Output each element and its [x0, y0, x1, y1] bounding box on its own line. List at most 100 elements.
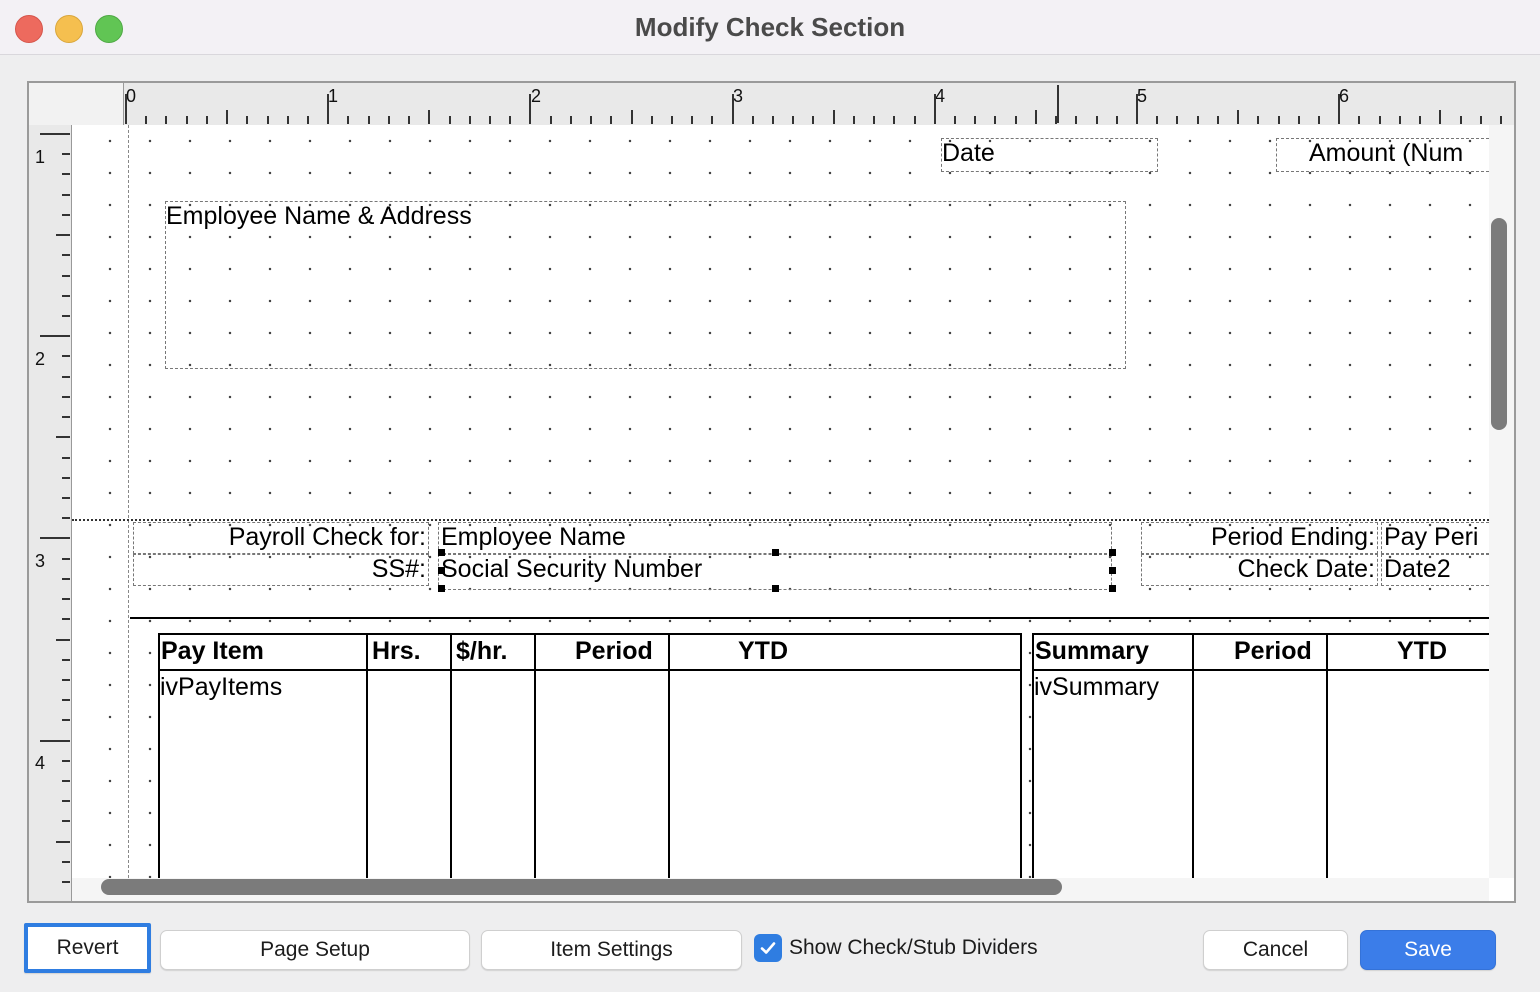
ruler-tick	[40, 335, 70, 338]
ruler-corner	[29, 83, 123, 125]
selection-handle[interactable]	[438, 549, 445, 556]
ruler-tick	[670, 116, 673, 124]
ruler-tick	[62, 456, 70, 459]
show-dividers-label[interactable]: Show Check/Stub Dividers	[789, 936, 1038, 959]
date-field-label: Date	[942, 139, 995, 167]
ruler-tick	[62, 173, 70, 176]
page-setup-button[interactable]: Page Setup	[160, 930, 470, 970]
payroll-check-label-box[interactable]: Payroll Check for:	[133, 522, 429, 554]
employee-address-label: Employee Name & Address	[166, 202, 472, 230]
ruler-tick	[711, 116, 714, 124]
column-divider	[366, 635, 368, 878]
column-header-period: Period	[1234, 637, 1312, 665]
zoom-window-button[interactable]	[95, 15, 123, 43]
ruler-tick	[62, 780, 70, 783]
ruler-tick	[347, 116, 350, 124]
design-canvas[interactable]: Date Amount (Num Employee Name & Address…	[72, 125, 1489, 878]
ruler-tick	[954, 116, 957, 124]
stub-separator-line	[130, 617, 1489, 619]
ruler-tick	[448, 116, 451, 124]
ruler-label: 5	[1137, 86, 1148, 106]
cancel-button[interactable]: Cancel	[1203, 930, 1348, 970]
ruler-tick	[185, 116, 188, 124]
ruler-tick	[893, 116, 896, 124]
summary-table[interactable]: Summary Period YTD ivSummary	[1032, 633, 1489, 878]
pay-items-table[interactable]: Pay Item Hrs. $/hr. Period YTD ivPayItem…	[158, 633, 1022, 878]
ruler-tick	[549, 116, 552, 124]
ruler-tick	[62, 557, 70, 560]
selection-handle[interactable]	[1109, 549, 1116, 556]
column-header-ytd: YTD	[738, 637, 788, 665]
ruler-tick	[56, 840, 70, 843]
ruler-tick	[1156, 116, 1159, 124]
ruler-tick	[751, 116, 754, 124]
ruler-tick	[62, 901, 70, 903]
horizontal-scroll-thumb[interactable]	[101, 879, 1062, 895]
show-dividers-checkbox[interactable]	[754, 934, 782, 962]
ruler-tick	[226, 110, 229, 124]
ruler-tick	[468, 116, 471, 124]
revert-button[interactable]: Revert	[24, 923, 151, 973]
ruler-position-marker[interactable]	[1057, 85, 1059, 123]
ruler-tick	[62, 800, 70, 803]
ruler-label: 4	[935, 86, 946, 106]
employee-address-field[interactable]: Employee Name & Address	[165, 201, 1126, 369]
ruler-tick	[62, 759, 70, 762]
selection-handle[interactable]	[438, 567, 445, 574]
ruler-tick	[428, 110, 431, 124]
ruler-tick	[56, 234, 70, 237]
ruler-tick	[1237, 110, 1240, 124]
selection-handle[interactable]	[772, 549, 779, 556]
ruler-tick	[56, 638, 70, 641]
selection-handle[interactable]	[1109, 585, 1116, 592]
column-header-summary: Summary	[1035, 637, 1149, 665]
layout-editor[interactable]: 0 1 2 3 4 5 6 1 2 3 4 Date Amount (Num E…	[27, 81, 1516, 903]
ruler-tick	[327, 94, 330, 124]
ruler-tick	[1378, 116, 1381, 124]
column-header-ytd: YTD	[1397, 637, 1447, 665]
ruler-tick	[62, 314, 70, 317]
ruler-tick	[731, 94, 734, 124]
ruler-tick	[62, 678, 70, 681]
check-date-label-box[interactable]: Check Date:	[1141, 554, 1378, 586]
ss-label-box[interactable]: SS#:	[133, 554, 429, 586]
minimize-window-button[interactable]	[55, 15, 83, 43]
vertical-scroll-thumb[interactable]	[1491, 218, 1507, 430]
ruler-tick	[792, 116, 795, 124]
vertical-ruler: 1 2 3 4	[29, 125, 72, 903]
ruler-label: 1	[35, 147, 46, 167]
column-divider	[1192, 635, 1194, 878]
ruler-tick	[1317, 116, 1320, 124]
ruler-tick	[1055, 116, 1058, 124]
selection-handle[interactable]	[1109, 567, 1116, 574]
selection-handle[interactable]	[438, 585, 445, 592]
ruler-tick	[62, 517, 70, 520]
ruler-tick	[387, 116, 390, 124]
ruler-tick	[62, 658, 70, 661]
pay-period-field[interactable]: Pay Peri	[1381, 522, 1489, 554]
close-window-button[interactable]	[15, 15, 43, 43]
selection-handle[interactable]	[772, 585, 779, 592]
ruler-tick	[933, 94, 936, 124]
save-button[interactable]: Save	[1360, 930, 1496, 970]
ruler-tick	[62, 577, 70, 580]
date2-field[interactable]: Date2	[1381, 554, 1489, 586]
ruler-tick	[408, 116, 411, 124]
check-date-label: Check Date:	[1237, 555, 1375, 583]
ruler-tick	[1216, 116, 1219, 124]
period-ending-label-box[interactable]: Period Ending:	[1141, 522, 1378, 554]
date-field[interactable]: Date	[941, 138, 1158, 172]
pay-items-variable: ivPayItems	[160, 673, 283, 701]
column-divider	[1326, 635, 1328, 878]
ruler-tick	[1358, 116, 1361, 124]
item-settings-button[interactable]: Item Settings	[481, 930, 742, 970]
ruler-tick	[1439, 110, 1442, 124]
ssn-label: Social Security Number	[441, 555, 703, 583]
ruler-tick	[56, 436, 70, 439]
ruler-tick	[994, 116, 997, 124]
ruler-tick	[62, 881, 70, 884]
amount-field[interactable]: Amount (Num	[1276, 138, 1489, 172]
ruler-tick	[1095, 116, 1098, 124]
ruler-tick	[812, 116, 815, 124]
ruler-tick	[873, 116, 876, 124]
